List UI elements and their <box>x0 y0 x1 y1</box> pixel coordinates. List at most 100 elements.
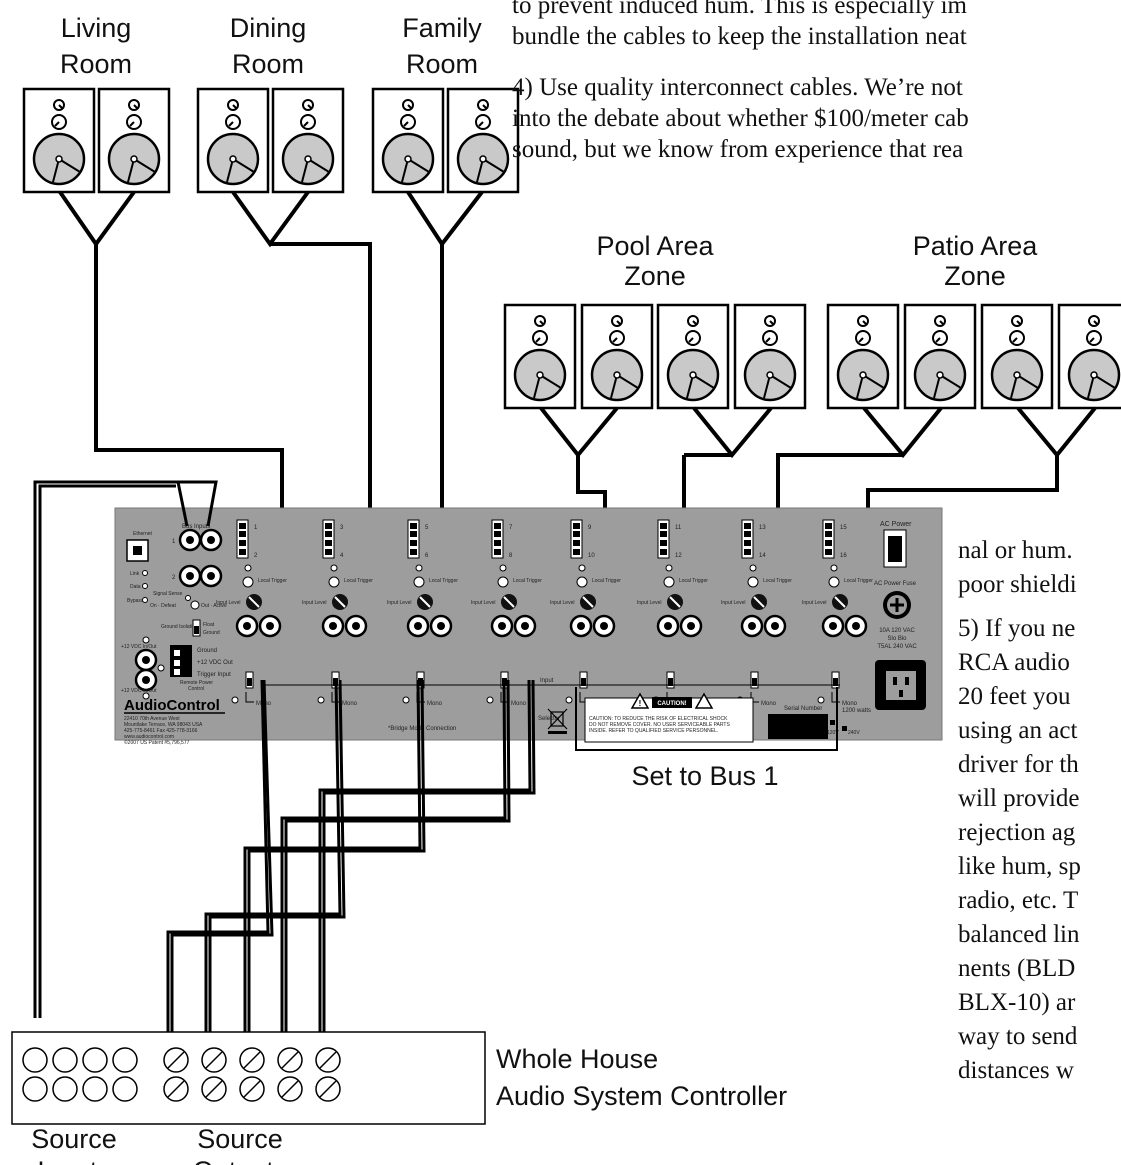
ac-power-inlet[interactable] <box>875 660 926 710</box>
rca-input-jack[interactable] <box>513 614 537 638</box>
input-level-label: Input Level <box>721 600 745 606</box>
speaker-terminal-block[interactable] <box>570 519 583 559</box>
speaker <box>903 303 977 410</box>
rca-input-jack[interactable] <box>258 614 282 638</box>
trigger-led <box>578 564 586 572</box>
input-level-knob[interactable] <box>666 593 684 611</box>
channel-number: 7 <box>509 525 513 531</box>
speaker-terminal-block[interactable] <box>491 519 504 559</box>
input-level-label: Input Level <box>802 600 826 606</box>
svg-text:CAUTION!: CAUTION! <box>657 701 686 707</box>
speaker <box>503 303 577 410</box>
input-level-label: Input Level <box>471 600 495 606</box>
local-trigger-label: Local Trigger <box>763 578 792 584</box>
speaker <box>656 303 730 410</box>
remote-power-connector[interactable] <box>170 645 192 677</box>
input-level-knob[interactable] <box>831 593 849 611</box>
local-trigger-label: Local Trigger <box>344 578 373 584</box>
local-trigger-jack[interactable] <box>663 576 675 588</box>
bus-input-jack[interactable] <box>199 528 223 552</box>
rca-input-jack[interactable] <box>406 614 430 638</box>
input-level-knob[interactable] <box>331 593 349 611</box>
bus-input-jack[interactable] <box>199 564 223 588</box>
rca-input-jack[interactable] <box>821 614 845 638</box>
rca-input-jack[interactable] <box>679 614 703 638</box>
bus-input-jack[interactable] <box>178 528 202 552</box>
input-level-knob[interactable] <box>750 593 768 611</box>
trigger-led <box>244 564 252 572</box>
local-trigger-jack[interactable] <box>576 576 588 588</box>
local-trigger-jack[interactable] <box>242 576 254 588</box>
dining-room-label: Dining <box>230 13 307 43</box>
mono-label: Mono <box>842 701 858 707</box>
speaker-terminal-block[interactable] <box>657 519 670 559</box>
rca-input-jack[interactable] <box>344 614 368 638</box>
rca-input-jack[interactable] <box>763 614 787 638</box>
source-outputs-label: Source <box>197 1124 283 1154</box>
input-level-knob[interactable] <box>245 593 263 611</box>
svg-text:Trigger Input: Trigger Input <box>197 672 231 678</box>
input-level-knob[interactable] <box>416 593 434 611</box>
controller-label: Whole House <box>496 1044 658 1074</box>
mono-label: Mono <box>342 701 358 707</box>
fuse-icon[interactable] <box>883 591 911 619</box>
svg-text:120V: 120V <box>827 730 839 736</box>
rca-jack[interactable] <box>112 1076 138 1102</box>
svg-text:Link: Link <box>130 571 140 577</box>
local-trigger-jack[interactable] <box>328 576 340 588</box>
rca-jack[interactable] <box>82 1047 108 1073</box>
rca-jack[interactable] <box>52 1047 78 1073</box>
input-selector-switch[interactable] <box>750 671 759 689</box>
patio-area-zone-label: Patio Area <box>913 231 1039 261</box>
source-inputs-label: Source <box>31 1124 117 1154</box>
speaker-terminal-block[interactable] <box>822 519 835 559</box>
speaker <box>196 87 270 194</box>
input-selector-switch[interactable] <box>831 671 840 689</box>
rca-input-jack[interactable] <box>740 614 764 638</box>
rca-jack[interactable] <box>52 1076 78 1102</box>
input-selector-switch[interactable] <box>579 671 588 689</box>
vdc-jack[interactable] <box>134 668 158 692</box>
rca-jack[interactable] <box>112 1047 138 1073</box>
speaker <box>580 303 654 410</box>
input-level-knob[interactable] <box>500 593 518 611</box>
mono-led <box>317 696 325 704</box>
svg-text:Signal Sense: Signal Sense <box>153 591 183 597</box>
local-trigger-jack[interactable] <box>747 576 759 588</box>
rca-input-jack[interactable] <box>844 614 868 638</box>
local-trigger-jack[interactable] <box>828 576 840 588</box>
speaker <box>371 87 445 194</box>
speaker-terminal-block[interactable] <box>741 519 754 559</box>
speaker-terminal-block[interactable] <box>407 519 420 559</box>
bus-input-jack[interactable] <box>178 564 202 588</box>
speaker <box>97 87 171 194</box>
rca-input-jack[interactable] <box>569 614 593 638</box>
input-selector-switch[interactable] <box>245 671 254 689</box>
rca-input-jack[interactable] <box>321 614 345 638</box>
svg-text:AC Power Fuse: AC Power Fuse <box>874 581 917 587</box>
input-level-knob[interactable] <box>579 593 597 611</box>
rca-jack[interactable] <box>22 1047 48 1073</box>
mono-led <box>231 696 239 704</box>
ground-isolation-switch[interactable] <box>192 619 201 637</box>
rca-input-jack[interactable] <box>656 614 680 638</box>
speaker-terminal-block[interactable] <box>322 519 335 559</box>
rca-jack[interactable] <box>22 1076 48 1102</box>
rca-jack[interactable] <box>82 1076 108 1102</box>
svg-text:On · Defeat: On · Defeat <box>150 603 176 609</box>
rca-input-jack[interactable] <box>490 614 514 638</box>
trigger-led <box>830 564 838 572</box>
rca-input-jack[interactable] <box>235 614 259 638</box>
local-trigger-jack[interactable] <box>413 576 425 588</box>
mono-led <box>402 696 410 704</box>
local-trigger-label: Local Trigger <box>592 578 621 584</box>
speaker-terminal-block[interactable] <box>236 519 249 559</box>
local-trigger-jack[interactable] <box>497 576 509 588</box>
amplifier-rear-panel: Ethernet Link Data Bypass Bus Inputs 1 2… <box>114 507 943 746</box>
vdc-jack[interactable] <box>134 648 158 672</box>
input-selector-switch[interactable] <box>666 671 675 689</box>
rca-input-jack[interactable] <box>429 614 453 638</box>
rca-input-jack[interactable] <box>592 614 616 638</box>
channel-number: 9 <box>588 525 592 531</box>
